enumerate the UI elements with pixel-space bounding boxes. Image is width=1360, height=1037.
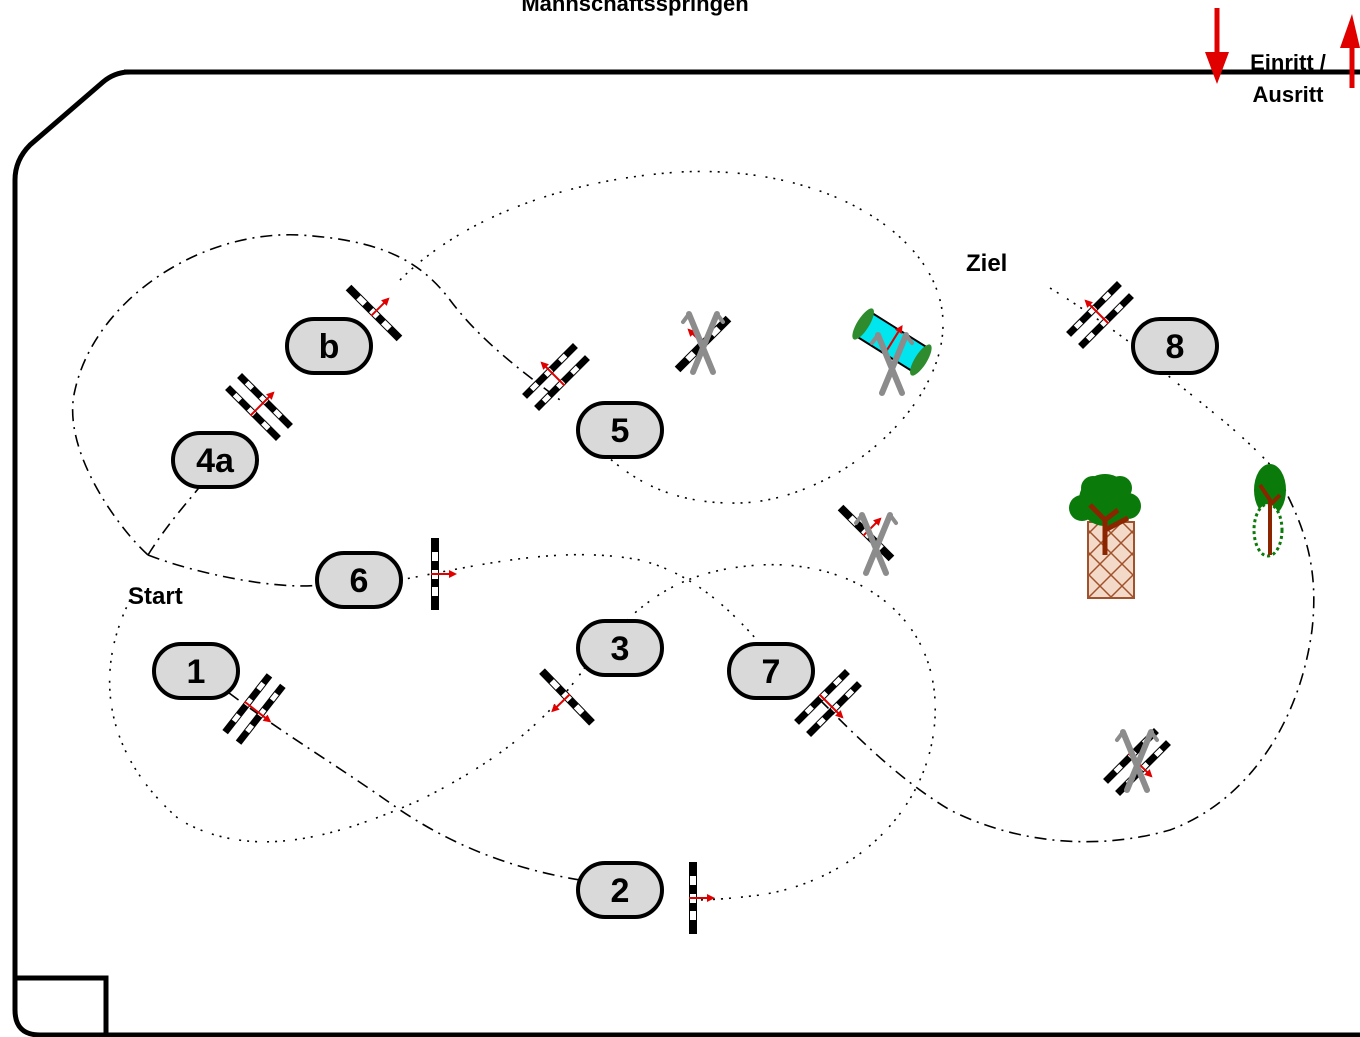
svg-text:4a: 4a xyxy=(196,442,235,480)
start-label: Start xyxy=(128,583,183,610)
crossed-out-fence-icon xyxy=(1103,728,1177,802)
svg-text:b: b xyxy=(319,328,340,366)
svg-text:1: 1 xyxy=(187,653,206,691)
judge-box xyxy=(15,975,109,1035)
entry-arrow-icon xyxy=(1205,8,1229,84)
obstacle-number-4b: b xyxy=(285,317,373,375)
svg-text:6: 6 xyxy=(350,562,369,600)
course-title: Mannschaftsspringen xyxy=(521,0,748,16)
svg-text:3: 3 xyxy=(611,630,630,668)
svg-text:5: 5 xyxy=(611,412,630,450)
obstacle-number-6: 6 xyxy=(315,551,403,609)
arena-border xyxy=(12,69,1360,1037)
fence-icon xyxy=(431,538,455,610)
hedge-icon xyxy=(1252,464,1286,558)
obstacle-number-2: 2 xyxy=(576,861,664,919)
fence-icon xyxy=(516,337,590,411)
svg-text:8: 8 xyxy=(1166,328,1185,366)
fence-icon xyxy=(689,862,713,934)
fence-icon xyxy=(528,668,595,736)
course-route xyxy=(71,170,1315,901)
svg-text:2: 2 xyxy=(611,872,630,910)
water-jump-icon xyxy=(852,308,932,376)
obstacle-number-7: 7 xyxy=(727,642,815,700)
crossed-out-fence-icon xyxy=(838,493,906,573)
entry-exit-label-line1: Einritt / xyxy=(1250,50,1326,75)
svg-text:7: 7 xyxy=(762,653,781,691)
obstacle-number-5: 5 xyxy=(576,401,664,459)
obstacle-number-1: 1 xyxy=(152,642,240,700)
finish-label: Ziel xyxy=(966,250,1007,277)
obstacle-number-3: 3 xyxy=(576,619,664,677)
tree-icon xyxy=(1069,474,1141,599)
fence-icon xyxy=(1060,275,1134,349)
crossed-out-fence-icon xyxy=(663,304,731,372)
fence-icon xyxy=(225,367,299,441)
entry-exit-label-line2: Ausritt xyxy=(1253,82,1325,107)
obstacle-number-4a: 4a xyxy=(171,431,259,489)
exit-arrow-icon xyxy=(1340,14,1360,88)
obstacle-number-8: 8 xyxy=(1131,317,1219,375)
